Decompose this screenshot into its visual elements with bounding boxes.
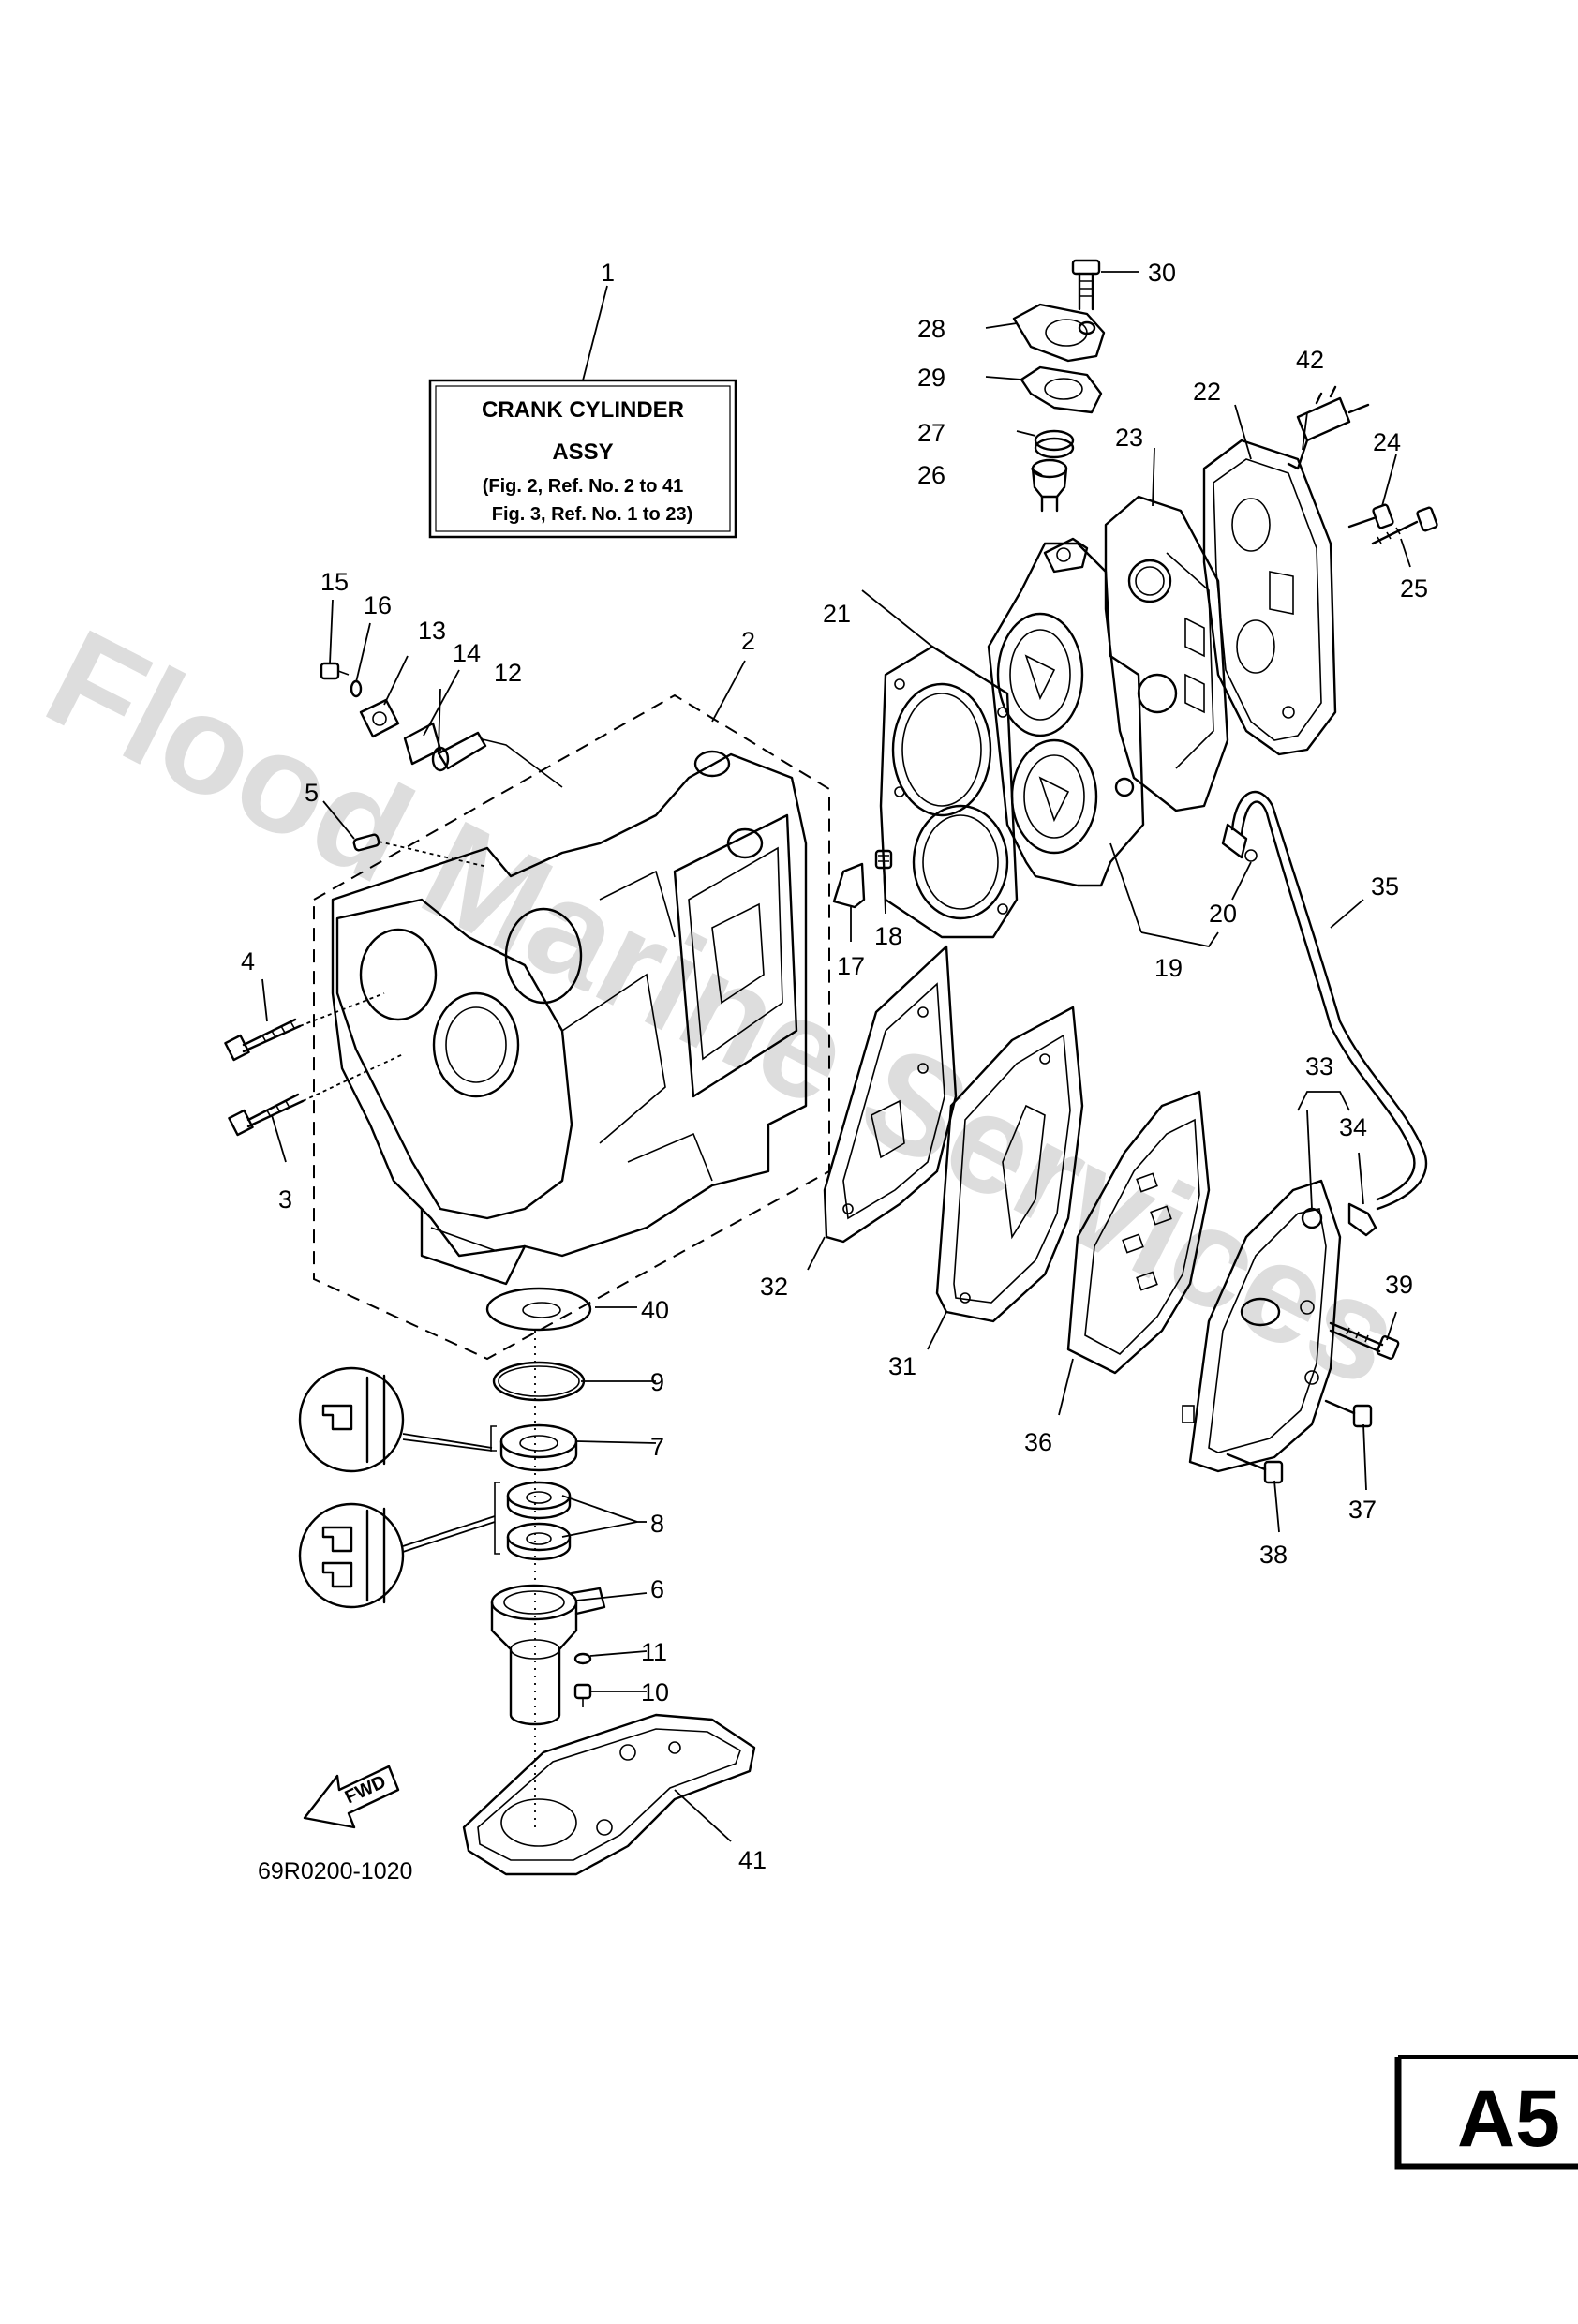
seal-27 xyxy=(1034,429,1075,459)
callout-30: 30 xyxy=(1148,259,1176,287)
fwd-arrow-icon: FWD xyxy=(303,1765,400,1829)
callout-2: 2 xyxy=(741,627,755,655)
bolt-38 xyxy=(1226,1452,1284,1484)
callout-13: 13 xyxy=(418,617,446,645)
gasket-14 xyxy=(403,722,442,766)
bolt-24 xyxy=(1347,503,1394,529)
seal-bracket-7 xyxy=(490,1425,497,1452)
title-line-1: CRANK CYLINDER xyxy=(482,397,684,423)
seal-detail-inset-8 xyxy=(298,1502,496,1609)
sensor-42 xyxy=(1287,385,1370,470)
callout-39: 39 xyxy=(1385,1271,1413,1299)
callout-15: 15 xyxy=(320,568,349,596)
callout-26: 26 xyxy=(917,461,945,489)
head-cover-22 xyxy=(1202,439,1337,756)
callout-6: 6 xyxy=(650,1575,664,1603)
callout-16: 16 xyxy=(364,591,392,619)
callouts: 1 2 3 4 5 6 7 8 9 10 11 12 13 14 15 16 1… xyxy=(241,259,1428,1874)
hose-35 xyxy=(1230,790,1428,1211)
dowel-pin-5 xyxy=(352,833,488,868)
washer-16 xyxy=(350,679,363,698)
fitting-20 xyxy=(1221,823,1258,862)
callout-7: 7 xyxy=(650,1433,664,1461)
callout-18: 18 xyxy=(874,922,902,950)
callout-14: 14 xyxy=(453,639,481,667)
oil-seal-7 xyxy=(499,1423,578,1472)
callout-10: 10 xyxy=(641,1678,669,1706)
screw-10 xyxy=(573,1683,592,1707)
exhaust-gasket-32 xyxy=(823,945,958,1244)
title-line-2: ASSY xyxy=(552,439,613,465)
callout-19: 19 xyxy=(1154,954,1183,982)
page-badge-label: A5 xyxy=(1457,2074,1560,2164)
bolt-4 xyxy=(224,992,385,1062)
elbow-34 xyxy=(1347,1202,1377,1237)
callout-8: 8 xyxy=(650,1510,664,1538)
cover-gasket-23 xyxy=(1104,495,1229,812)
callout-23: 23 xyxy=(1115,424,1143,452)
plug-12 xyxy=(431,731,563,788)
callout-29: 29 xyxy=(917,364,945,392)
washer-11 xyxy=(573,1652,592,1665)
title-line-3: (Fig. 2, Ref. No. 2 to 41 xyxy=(483,476,683,497)
callout-35: 35 xyxy=(1371,872,1399,901)
callout-37: 37 xyxy=(1348,1496,1377,1524)
callout-20: 20 xyxy=(1209,900,1237,928)
callout-34: 34 xyxy=(1339,1113,1367,1141)
thermostat-26 xyxy=(1031,458,1068,513)
cylinder-head-19 xyxy=(987,537,1145,887)
callout-38: 38 xyxy=(1259,1541,1288,1569)
title-box: CRANK CYLINDER ASSY (Fig. 2, Ref. No. 2 … xyxy=(428,379,737,539)
seal-detail-inset-7 xyxy=(298,1366,493,1473)
callout-22: 22 xyxy=(1193,378,1221,406)
callout-21: 21 xyxy=(823,600,851,628)
watermark: Flood Marine Services xyxy=(23,599,1424,1417)
page-badge: A5 xyxy=(1394,2055,1578,2170)
gasket-41 xyxy=(462,1713,756,1876)
bolt-3 xyxy=(228,1053,404,1137)
title-line-4: Fig. 3, Ref. No. 1 to 23) xyxy=(492,504,692,525)
callout-33: 33 xyxy=(1305,1052,1333,1080)
seal-bracket-8 xyxy=(494,1482,500,1555)
o-ring-9 xyxy=(492,1361,586,1402)
bolt-37 xyxy=(1324,1399,1373,1428)
callout-12: 12 xyxy=(494,659,522,687)
drawing-number: 69R0200-1020 xyxy=(258,1858,412,1885)
oil-seal-8 xyxy=(506,1481,572,1561)
bolt-39 xyxy=(1329,1321,1400,1360)
callout-40: 40 xyxy=(641,1296,669,1324)
exhaust-gasket-36 xyxy=(1066,1090,1211,1375)
thermostat-cover-28 xyxy=(1012,303,1106,363)
leader-lines xyxy=(261,271,1411,1842)
cover-33 xyxy=(1182,1179,1342,1473)
callout-32: 32 xyxy=(760,1273,788,1301)
callout-5: 5 xyxy=(305,779,319,807)
callout-28: 28 xyxy=(917,315,945,343)
plate-13 xyxy=(359,698,400,738)
bolt-30 xyxy=(1071,259,1101,311)
callout-36: 36 xyxy=(1024,1428,1052,1456)
callout-4: 4 xyxy=(241,947,255,976)
exhaust-cover-31 xyxy=(935,1006,1084,1323)
callout-17: 17 xyxy=(837,952,865,980)
callout-31: 31 xyxy=(888,1352,916,1380)
callout-42: 42 xyxy=(1296,346,1324,374)
bracket-17 xyxy=(832,862,866,909)
callout-1: 1 xyxy=(601,259,615,287)
callout-11: 11 xyxy=(641,1638,667,1666)
washer-40 xyxy=(485,1287,592,1332)
thermostat-gasket-29 xyxy=(1020,365,1103,414)
bolt-25 xyxy=(1371,506,1438,545)
watermark-text: Flood Marine Services xyxy=(23,599,1424,1417)
callout-27: 27 xyxy=(917,419,945,447)
callout-41: 41 xyxy=(738,1846,767,1874)
callout-3: 3 xyxy=(278,1185,292,1214)
callout-25: 25 xyxy=(1400,574,1428,603)
callout-24: 24 xyxy=(1373,428,1401,456)
callout-9: 9 xyxy=(650,1368,664,1396)
screw-15 xyxy=(320,662,350,680)
head-gasket-21 xyxy=(879,645,1019,939)
